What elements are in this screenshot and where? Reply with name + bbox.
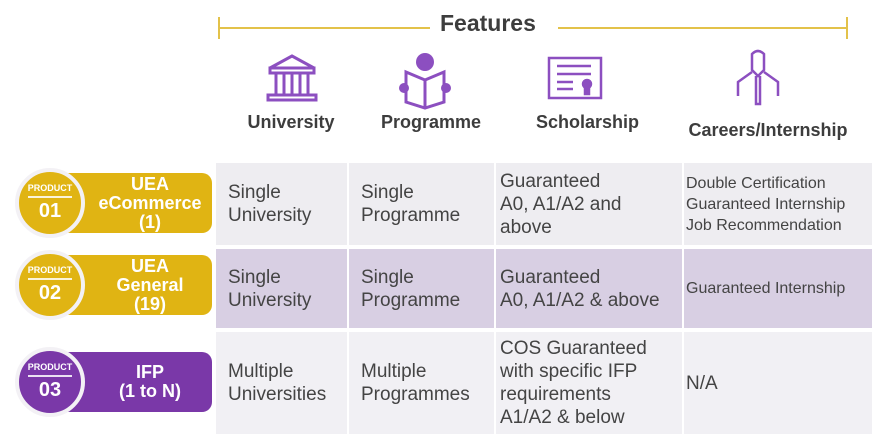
professional-person-icon — [736, 49, 780, 106]
product-name-line: (1 to N) — [119, 381, 181, 401]
product-name-line: General — [116, 274, 184, 295]
cell-text-line: Multiple — [361, 361, 427, 382]
cell-text-line: Universities — [228, 384, 327, 405]
student-reading-icon — [399, 53, 451, 110]
cell-text-line: Programme — [361, 289, 461, 311]
cell-text-line: Double Certification — [686, 174, 826, 192]
product-number-circle: PRODUCT 01 — [15, 168, 85, 238]
product-number-circle: PRODUCT 02 — [15, 250, 85, 320]
column-header-careers-internship: Careers/Internship — [688, 120, 848, 140]
cell-text-line: Guaranteed Internship — [686, 280, 846, 297]
cell-text-line: University — [228, 205, 312, 226]
header-line-right — [558, 27, 848, 29]
product-number: 03 — [38, 379, 62, 401]
cell-text-line: Guaranteed — [500, 170, 601, 192]
cell-text-line: Guaranteed Internship — [686, 195, 846, 213]
cell-text-line: Single — [361, 182, 414, 203]
cell-text-line: Job Recommendation — [686, 216, 842, 234]
column-header-scholarship: Scholarship — [535, 112, 640, 132]
cell-text-line: N/A — [686, 372, 718, 394]
product-name-line: UEA — [130, 255, 169, 276]
cell-text-line: Single — [361, 266, 414, 288]
table-cell: Guaranteed Internship — [684, 249, 872, 328]
header-line-right-cap — [846, 17, 848, 39]
product-number: 01 — [38, 200, 62, 222]
cell-text-line: Programme — [361, 205, 461, 226]
cell-text-line: University — [228, 289, 312, 311]
product-name-line: IFP — [135, 362, 164, 382]
cell-text-line: Single — [228, 266, 281, 288]
column-header-programme: Programme — [380, 112, 482, 132]
cell-text-line: Programmes — [361, 384, 470, 405]
header-line-left — [218, 27, 430, 29]
product-number: 02 — [38, 282, 62, 304]
product-name-line: eCommerce — [98, 192, 202, 213]
cell-text-line: A0, A1/A2 & above — [500, 289, 660, 311]
table-cell: N/A — [684, 332, 872, 434]
product-tag: PRODUCT — [27, 362, 73, 377]
cell-text-line: A1/A2 & below — [500, 407, 625, 428]
cell-text-line: Guaranteed — [500, 266, 601, 288]
product-tag: PRODUCT — [27, 265, 73, 280]
cell-text-line: with specific IFP — [500, 361, 638, 382]
cell-text-line: Single — [228, 182, 281, 203]
product-name-line: (1) — [139, 211, 161, 232]
product-tag: PRODUCT — [27, 183, 73, 198]
cell-text-line: A0, A1/A2 and — [500, 193, 622, 215]
cell-text-line: requirements — [500, 384, 611, 405]
cell-text-line: above — [500, 216, 552, 238]
features-title: Features — [440, 10, 536, 36]
certificate-icon — [547, 56, 603, 100]
product-name-line: (19) — [133, 293, 166, 314]
cell-text-line: Multiple — [228, 361, 294, 382]
column-header-university: University — [247, 112, 335, 132]
cell-text-line: COS Guaranteed — [500, 338, 647, 359]
product-number-circle: PRODUCT 03 — [15, 347, 85, 417]
university-building-icon — [266, 54, 318, 102]
product-name-line: UEA — [130, 173, 169, 194]
